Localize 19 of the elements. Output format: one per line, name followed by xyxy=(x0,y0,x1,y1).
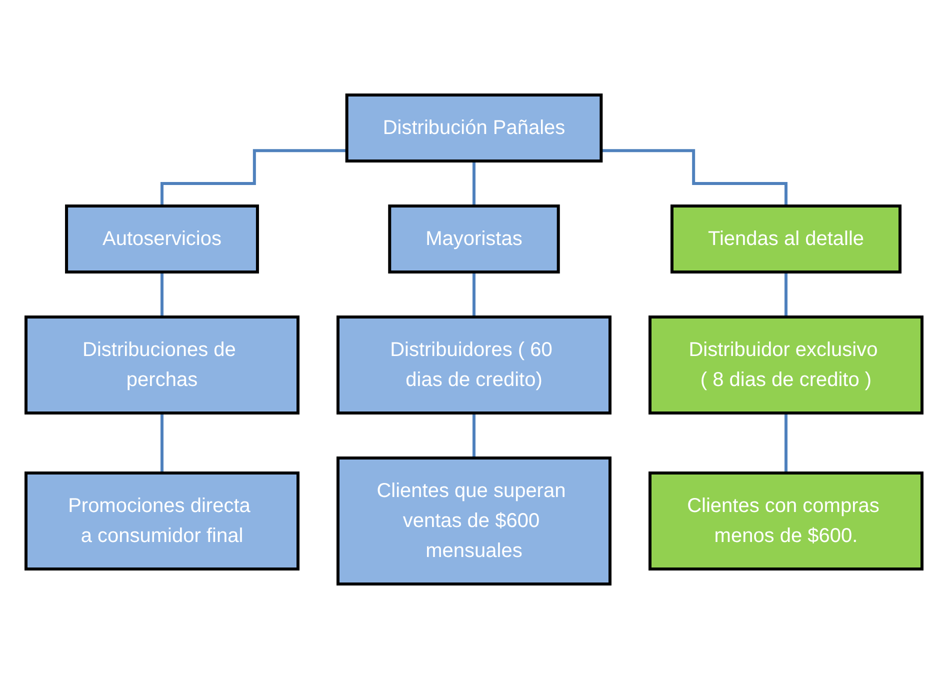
node-box: Distribución Pañales xyxy=(344,94,602,162)
connector xyxy=(784,412,787,474)
connector xyxy=(784,270,787,318)
node-box: Autoservicios xyxy=(64,204,258,274)
connector xyxy=(472,160,475,208)
connector xyxy=(472,270,475,318)
connector xyxy=(160,270,163,318)
node-box: Clientes que superan ventas de $600 mensuales xyxy=(336,456,611,586)
connector xyxy=(600,149,787,208)
node-box: Promociones directa a consumidor final xyxy=(24,472,299,570)
connector xyxy=(472,412,475,460)
node-box: Mayoristas xyxy=(388,204,560,274)
node-box: Tiendas al detalle xyxy=(670,204,902,274)
connector xyxy=(160,149,346,208)
node-box: Distribuidores ( 60 dias de credito) xyxy=(336,316,611,414)
connector xyxy=(160,412,163,474)
node-box: Distribuidor exclusivo ( 8 dias de credito ) xyxy=(648,316,923,414)
node-box: Distribuciones de perchas xyxy=(24,316,299,414)
node-box: Clientes con compras menos de $600. xyxy=(648,472,923,570)
